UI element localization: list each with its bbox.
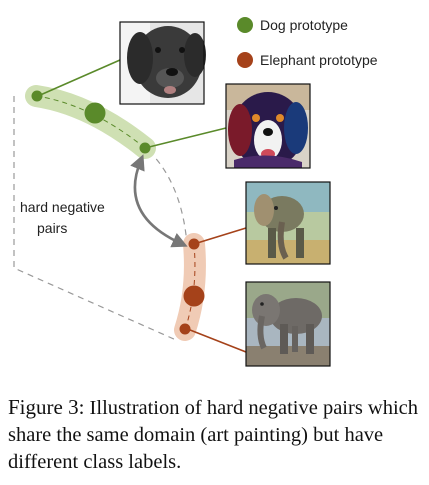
dog-sample-point <box>139 142 151 154</box>
hard-negative-arrow <box>130 154 188 248</box>
dog-photo-connector <box>37 59 121 97</box>
elephant-legend-marker <box>237 52 253 68</box>
elephant-sample-point <box>179 323 191 335</box>
figure-label: Figure 3: <box>8 395 85 419</box>
elephant-prototype-point <box>183 285 205 307</box>
dashed-domain-outline <box>13 96 177 341</box>
dog-legend-label: Dog prototype <box>260 17 348 33</box>
dog-photo-image <box>119 21 206 105</box>
hard-negative-label-line2: pairs <box>37 220 67 236</box>
dog-sample-point <box>31 90 43 102</box>
elephant-painting-image <box>245 181 331 265</box>
elephant-sample-point <box>188 238 200 250</box>
elephant-painting-connector <box>193 227 247 245</box>
dog-painting-image <box>225 83 311 169</box>
figure-diagram: hard negative pairs Dog prototype Elepha… <box>13 17 378 367</box>
caption-text: Illustration of hard negative pairs whic… <box>8 397 419 473</box>
elephant-photo-connector <box>184 327 247 353</box>
hard-negative-label-line1: hard negative <box>20 199 105 215</box>
figure-caption: Figure 3: Illustration of hard negative … <box>8 394 424 476</box>
dog-legend-marker <box>237 17 253 33</box>
dog-prototype-point <box>84 102 106 124</box>
elephant-legend-label: Elephant prototype <box>260 52 378 68</box>
diagram-canvas: hard negative pairs Dog prototype Elepha… <box>13 17 378 367</box>
elephant-photo-image <box>245 281 331 367</box>
elephant-band-dashline <box>184 243 196 331</box>
dog-painting-connector <box>144 127 227 149</box>
